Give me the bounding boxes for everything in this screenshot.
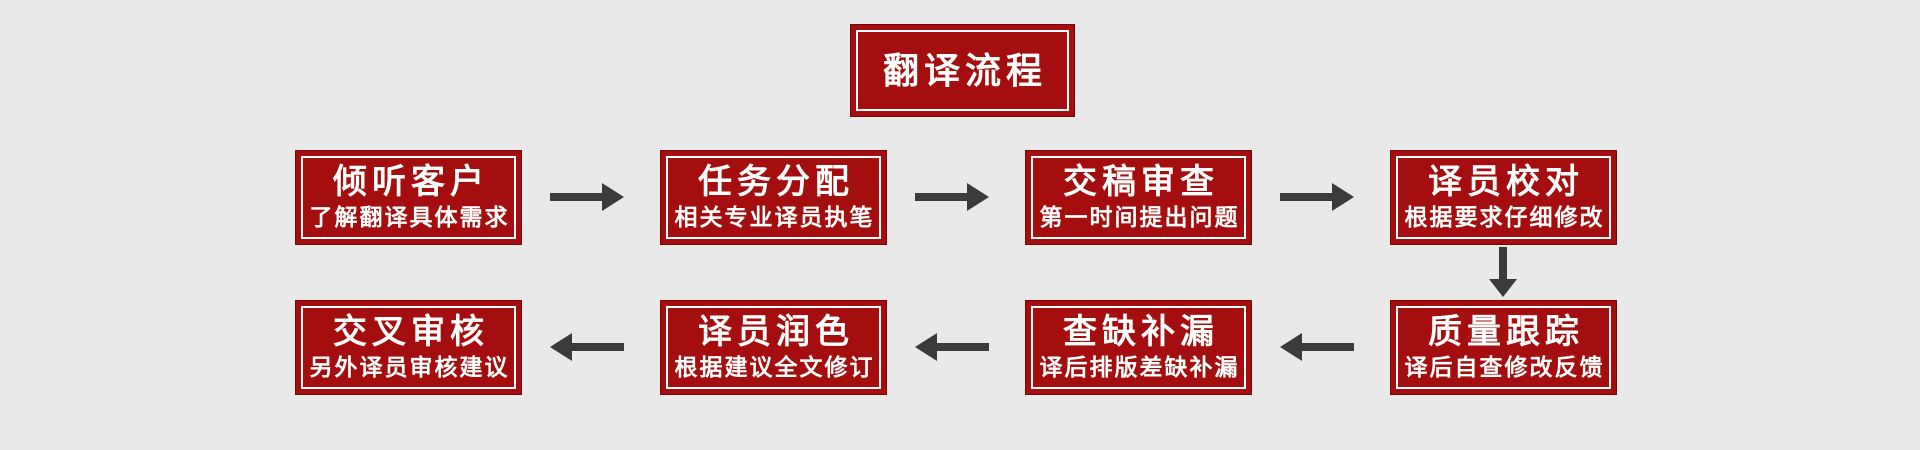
arrow-right-icon	[550, 183, 624, 211]
step-subtitle: 另外译员审核建议	[309, 354, 510, 381]
step-box-translator-polishing: 译员润色 根据建议全文修订	[660, 300, 887, 395]
arrow-head	[550, 333, 572, 361]
arrow-down-icon	[1489, 247, 1517, 297]
arrow-shaft	[570, 343, 624, 351]
step-box-cross-review: 交叉审核 另外译员审核建议	[295, 300, 522, 395]
step-box-gap-check: 查缺补漏 译后排版差缺补漏	[1025, 300, 1252, 395]
step-subtitle: 译后排版差缺补漏	[1039, 354, 1240, 381]
arrow-head	[915, 333, 937, 361]
step-subtitle: 相关专业译员执笔	[674, 204, 875, 231]
arrow-shaft	[1300, 343, 1354, 351]
arrow-head	[1332, 183, 1354, 211]
step-subtitle: 第一时间提出问题	[1039, 204, 1240, 231]
step-title: 倾听客户	[333, 163, 489, 202]
arrow-shaft	[1499, 247, 1507, 279]
arrow-left-icon	[915, 333, 989, 361]
step-subtitle: 了解翻译具体需求	[309, 204, 510, 231]
step-box-listen-to-customer: 倾听客户 了解翻译具体需求	[295, 150, 522, 245]
arrow-head	[1489, 279, 1517, 297]
step-title: 译员润色	[698, 313, 854, 352]
arrow-shaft	[550, 193, 604, 201]
step-box-quality-tracking: 质量跟踪 译后自查修改反馈	[1390, 300, 1617, 395]
arrow-right-icon	[1280, 183, 1354, 211]
arrow-left-icon	[550, 333, 624, 361]
arrow-head	[1280, 333, 1302, 361]
step-title: 译员校对	[1428, 163, 1584, 202]
arrow-shaft	[935, 343, 989, 351]
step-title: 任务分配	[698, 163, 854, 202]
step-box-draft-review: 交稿审查 第一时间提出问题	[1025, 150, 1252, 245]
step-box-translator-proofreading: 译员校对 根据要求仔细修改	[1390, 150, 1617, 245]
step-subtitle: 根据建议全文修订	[674, 354, 875, 381]
arrow-shaft	[1280, 193, 1334, 201]
arrow-right-icon	[915, 183, 989, 211]
arrow-left-icon	[1280, 333, 1354, 361]
step-title: 交稿审查	[1063, 163, 1219, 202]
step-subtitle: 根据要求仔细修改	[1404, 204, 1605, 231]
arrow-head	[967, 183, 989, 211]
step-title: 查缺补漏	[1063, 313, 1219, 352]
arrow-shaft	[915, 193, 969, 201]
step-title: 质量跟踪	[1428, 313, 1584, 352]
arrow-head	[602, 183, 624, 211]
step-subtitle: 译后自查修改反馈	[1404, 354, 1605, 381]
step-title: 交叉审核	[333, 313, 489, 352]
diagram-title-text: 翻译流程	[882, 49, 1047, 91]
step-box-task-assignment: 任务分配 相关专业译员执笔	[660, 150, 887, 245]
diagram-title-box: 翻译流程	[850, 24, 1075, 117]
